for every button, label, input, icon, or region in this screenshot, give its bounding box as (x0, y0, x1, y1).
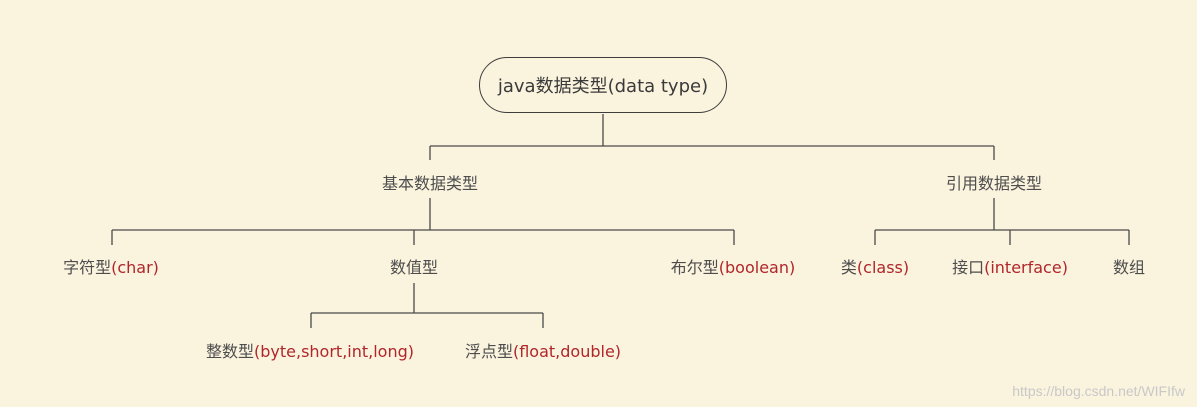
numeric-label: 数值型 (389, 258, 439, 277)
numeric-node: 数值型 (390, 254, 438, 278)
primitive-types-node: 基本数据类型 (382, 170, 478, 194)
class-name: 类 (840, 258, 857, 277)
boolean-name: 布尔型 (670, 258, 719, 277)
reference-types-node: 引用数据类型 (946, 170, 1042, 194)
float-node: 浮点型(float,double) (465, 338, 621, 362)
reference-types-label: 引用数据类型 (945, 174, 1043, 193)
class-detail: (class) (856, 258, 910, 277)
class-node: 类(class) (841, 254, 909, 278)
float-name: 浮点型 (464, 342, 513, 361)
root-node: java数据类型(data type) (479, 57, 727, 113)
watermark: https://blog.csdn.net/WIFIfw (1012, 383, 1185, 399)
integer-name: 整数型 (205, 342, 255, 361)
primitive-types-label: 基本数据类型 (381, 174, 479, 193)
interface-detail: (interface) (984, 258, 1068, 277)
array-node: 数组 (1113, 254, 1145, 278)
boolean-detail: (boolean) (718, 258, 796, 277)
boolean-node: 布尔型(boolean) (671, 254, 795, 278)
root-label: java数据类型(data type) (497, 76, 709, 97)
integer-node: 整数型(byte,short,int,long) (206, 338, 414, 362)
char-node: 字符型(char) (63, 254, 159, 278)
float-detail: (float,double) (512, 342, 622, 361)
integer-detail: (byte,short,int,long) (254, 342, 415, 361)
interface-name: 接口 (952, 258, 985, 277)
char-detail: (char) (111, 258, 159, 277)
char-name: 字符型 (63, 258, 112, 277)
array-name: 数组 (1112, 258, 1146, 277)
interface-node: 接口(interface) (952, 254, 1068, 278)
